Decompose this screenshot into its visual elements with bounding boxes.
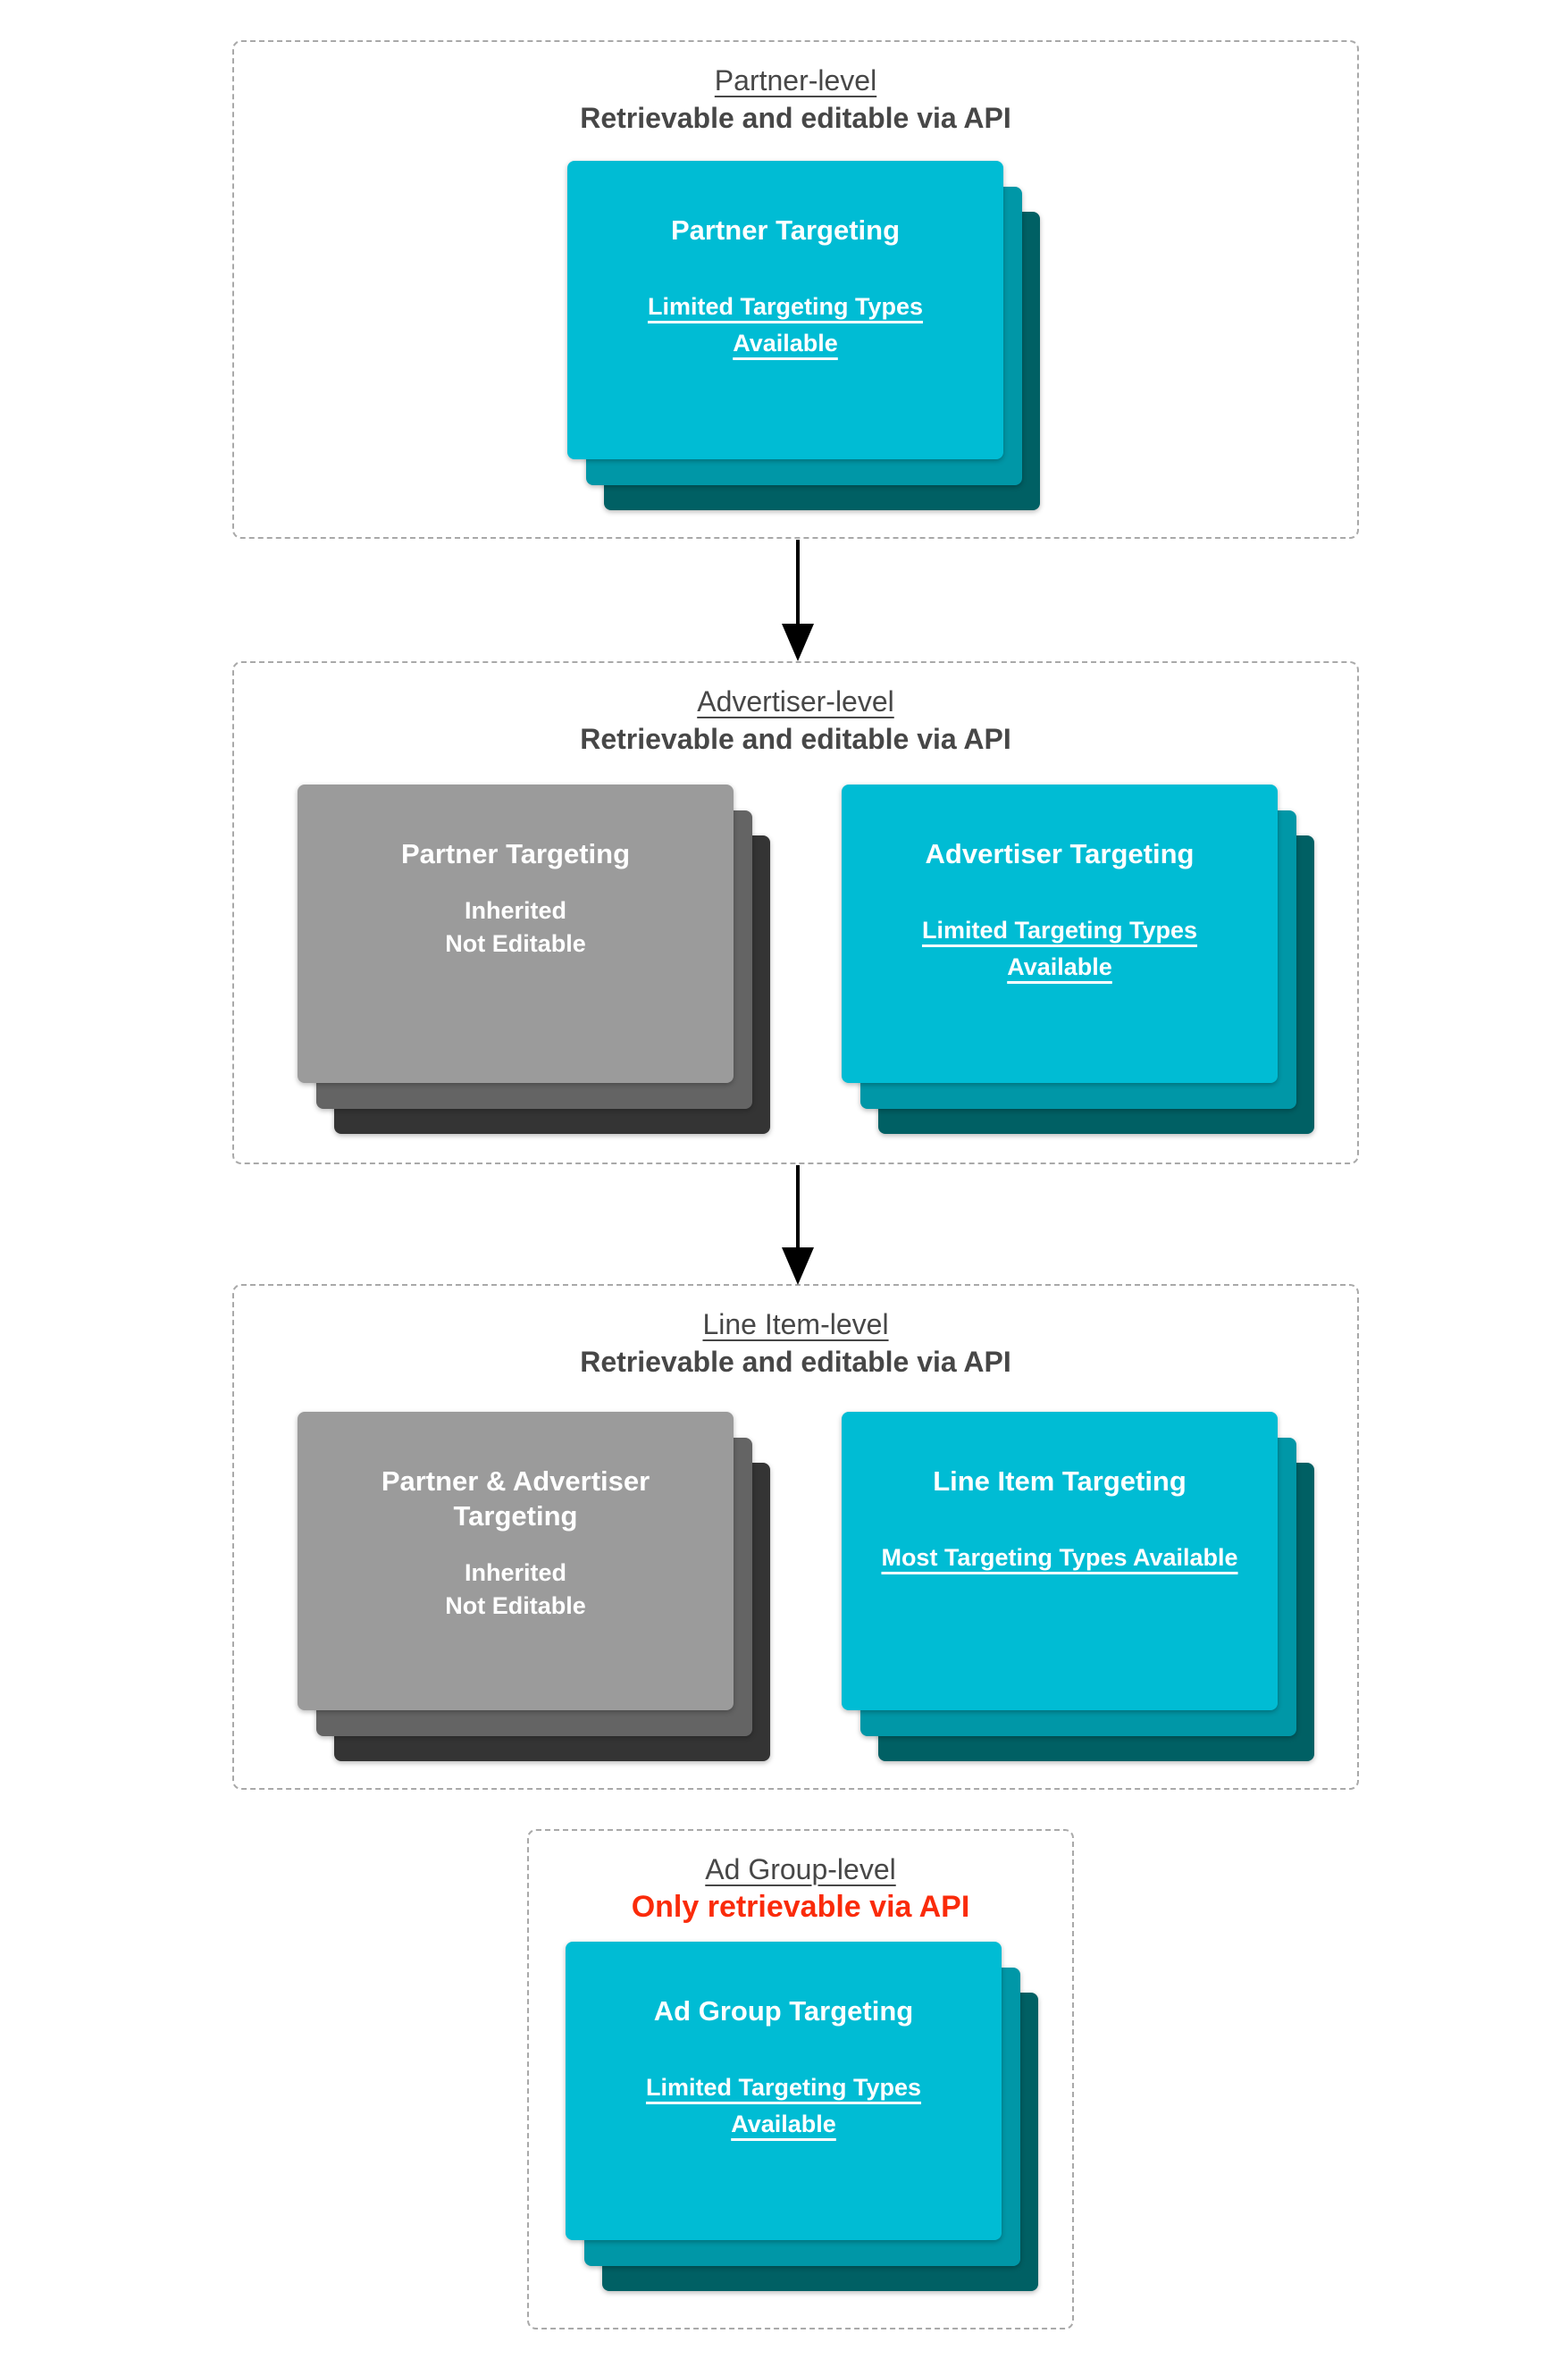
card-note: Limited Targeting Types Available: [647, 293, 924, 357]
section-line-item-level: Line Item-level Retrievable and editable…: [232, 1284, 1359, 1790]
targeting-card: Partner & Advertiser Targeting Inherited…: [298, 1412, 734, 1710]
card-title: Line Item Targeting: [933, 1465, 1186, 1497]
arrow-head: [782, 1247, 814, 1285]
section-subtitle-warning: Only retrievable via API: [631, 1890, 970, 1924]
card-note: Inherited Not Editable: [324, 1557, 707, 1623]
note-line: Inherited: [464, 897, 566, 924]
section-subtitle: Retrievable and editable via API: [580, 1346, 1011, 1378]
section-advertiser-level: Advertiser-level Retrievable and editabl…: [232, 661, 1359, 1164]
arrow-line: [796, 540, 800, 625]
section-title: Line Item-level: [702, 1308, 889, 1340]
card-note: Most Targeting Types Available: [881, 1544, 1238, 1571]
card-stack-inherited-partner-advertiser-targeting: Partner & Advertiser Targeting Inherited…: [298, 1412, 771, 1762]
card-title: Advertiser Targeting: [925, 838, 1195, 869]
card-title: Partner & Advertiser Targeting: [381, 1465, 650, 1532]
targeting-card: Partner Targeting Limited Targeting Type…: [567, 161, 1003, 459]
card-stack-ad-group-targeting: Ad Group Targeting Limited Targeting Typ…: [566, 1942, 1039, 2292]
section-subtitle: Retrievable and editable via API: [580, 102, 1011, 134]
targeting-card: Ad Group Targeting Limited Targeting Typ…: [566, 1942, 1002, 2240]
card-stack-advertiser-targeting: Advertiser Targeting Limited Targeting T…: [842, 785, 1315, 1135]
card-note: Limited Targeting Types Available: [645, 2074, 922, 2137]
arrow-head: [782, 624, 814, 661]
note-line: Not Editable: [445, 930, 586, 957]
arrow-line: [796, 1165, 800, 1249]
section-subtitle: Retrievable and editable via API: [580, 723, 1011, 755]
card-stack-line-item-targeting: Line Item Targeting Most Targeting Types…: [842, 1412, 1315, 1762]
section-ad-group-level: Ad Group-level Only retrievable via API: [527, 1829, 1074, 2329]
note-line: Not Editable: [445, 1592, 586, 1619]
section-title: Advertiser-level: [697, 685, 894, 718]
card-stack-inherited-partner-targeting: Partner Targeting Inherited Not Editable: [298, 785, 771, 1135]
note-line: Inherited: [464, 1559, 566, 1586]
targeting-card: Advertiser Targeting Limited Targeting T…: [842, 785, 1278, 1083]
card-note: Limited Targeting Types Available: [921, 917, 1198, 980]
card-title: Partner Targeting: [670, 214, 901, 246]
targeting-card: Line Item Targeting Most Targeting Types…: [842, 1412, 1278, 1710]
section-title: Partner-level: [714, 64, 877, 97]
targeting-card: Partner Targeting Inherited Not Editable: [298, 785, 734, 1083]
card-note: Inherited Not Editable: [324, 894, 707, 961]
card-stack-partner-targeting: Partner Targeting Limited Targeting Type…: [567, 161, 1041, 511]
card-title: Ad Group Targeting: [653, 1995, 914, 2027]
section-partner-level: Partner-level Retrievable and editable v…: [232, 40, 1359, 539]
card-title: Partner Targeting: [400, 838, 631, 869]
section-title: Ad Group-level: [705, 1853, 896, 1885]
